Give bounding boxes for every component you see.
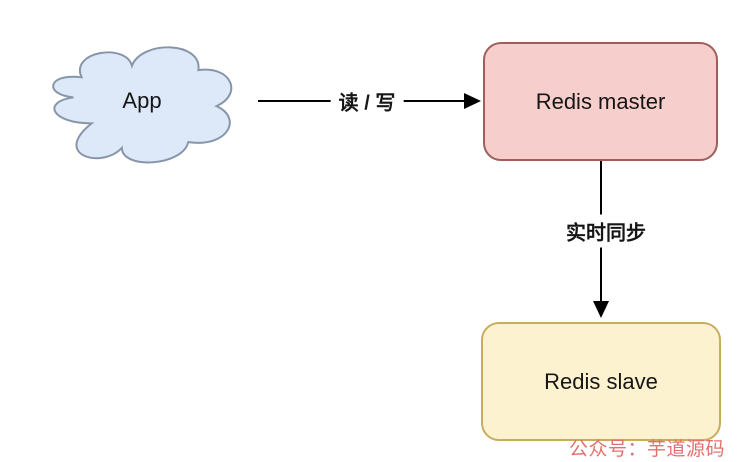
node-redis-slave: Redis slave: [481, 322, 721, 441]
watermark-text: 公众号：芋道源码: [569, 439, 726, 460]
node-redis-slave-label: Redis slave: [544, 368, 658, 394]
node-app: App: [38, 32, 246, 184]
arrowhead-down-icon: [593, 301, 609, 318]
edge-app-to-master-label: 读 / 写: [330, 86, 404, 116]
arrowhead-right-icon: [464, 93, 481, 109]
node-app-label: App: [122, 88, 162, 113]
node-redis-master-label: Redis master: [535, 88, 666, 114]
cloud-icon: [52, 46, 233, 164]
cloud-shape: [52, 46, 233, 164]
node-redis-master: Redis master: [483, 42, 718, 161]
edge-master-to-slave-label: 实时同步: [560, 214, 652, 248]
